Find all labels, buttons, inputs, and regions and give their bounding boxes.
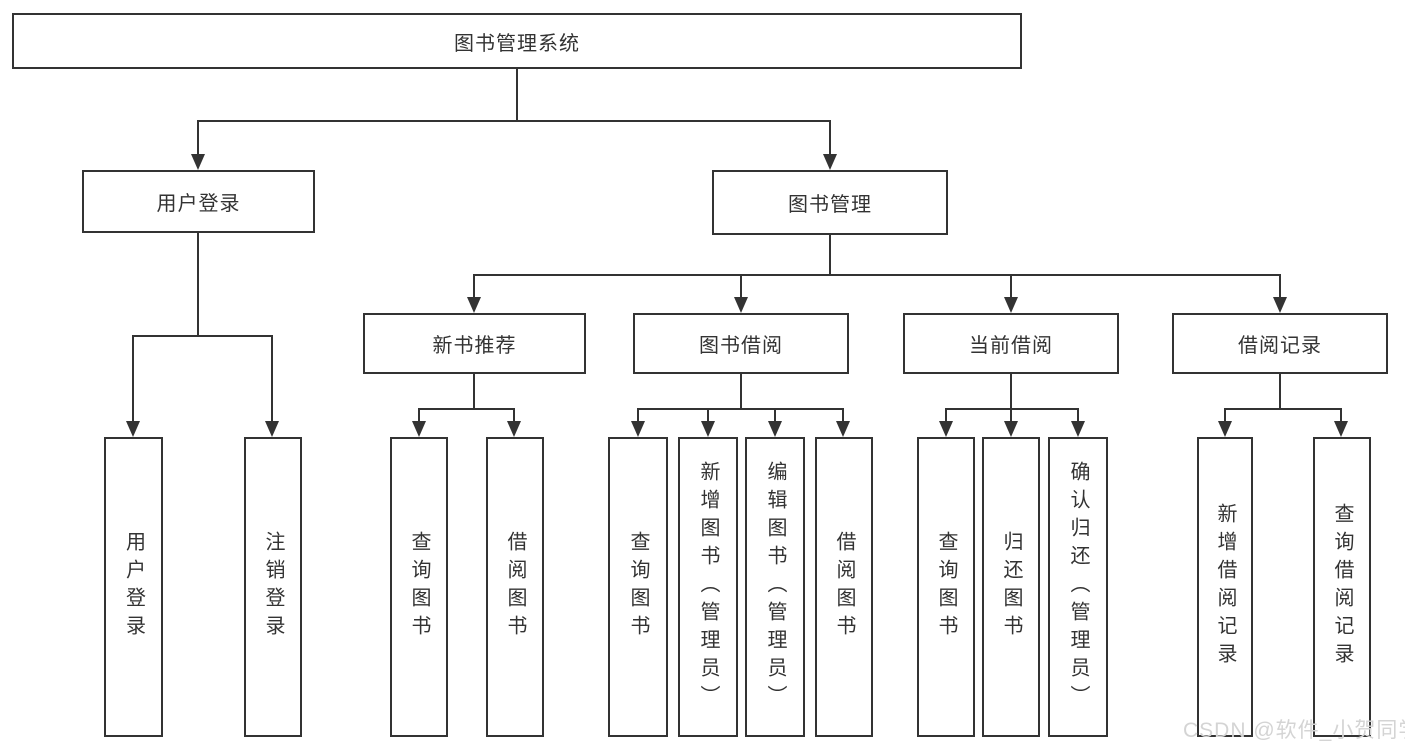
node-book-borrow: 图书借阅 (633, 313, 849, 374)
connector-current-rail (945, 408, 1079, 410)
arrowhead-down-icon (768, 421, 782, 437)
connector-leaf-stem (271, 335, 273, 423)
node-borrow-records-label: 借阅记录 (1238, 335, 1322, 357)
leaf-label: 用户登录 (122, 531, 145, 643)
leaf-borrow-edit-book-admin: 编辑图书（管理员） (745, 437, 805, 737)
arrowhead-down-icon (1218, 421, 1232, 437)
leaf-label: 归还图书 (1000, 531, 1022, 643)
connector-management-down (829, 235, 831, 274)
node-root-label: 图书管理系统 (454, 32, 580, 55)
arrowhead-down-icon (1334, 421, 1348, 437)
connector-recommend-rail (418, 408, 515, 410)
connector-root-stem (516, 69, 518, 120)
connector-leaf-stem (774, 408, 776, 423)
arrowhead-down-icon (191, 154, 205, 170)
arrowhead-down-icon (631, 421, 645, 437)
connector-leaf-stem (1340, 408, 1342, 423)
connector-leaf-stem (1224, 408, 1226, 423)
connector-login-down (197, 233, 199, 335)
leaf-label: 编辑图书（管理员） (764, 461, 786, 713)
arrowhead-down-icon (1004, 421, 1018, 437)
leaf-label: 新增借阅记录 (1214, 503, 1236, 671)
node-new-book-recommend: 新书推荐 (363, 313, 586, 374)
leaf-logout: 注销登录 (244, 437, 302, 737)
connector-recommend-down (473, 374, 475, 408)
node-root: 图书管理系统 (12, 13, 1022, 69)
leaf-recommend-borrow-book: 借阅图书 (486, 437, 544, 737)
leaf-label: 查询图书 (935, 531, 957, 643)
leaf-borrow-borrow-book: 借阅图书 (815, 437, 873, 737)
connector-recommend-stem (473, 274, 475, 299)
connector-borrow-rail (637, 408, 844, 410)
node-book-management: 图书管理 (712, 170, 948, 235)
leaf-label: 确认归还（管理员） (1067, 461, 1089, 713)
node-book-management-label: 图书管理 (788, 194, 872, 216)
leaf-current-confirm-return-admin: 确认归还（管理员） (1048, 437, 1108, 737)
connector-current-stem (1010, 274, 1012, 299)
leaf-borrow-add-book-admin: 新增图书（管理员） (678, 437, 738, 737)
arrowhead-down-icon (412, 421, 426, 437)
leaf-records-add-record: 新增借阅记录 (1197, 437, 1253, 737)
leaf-label: 查询图书 (408, 531, 430, 643)
node-current-borrow: 当前借阅 (903, 313, 1119, 374)
connector-login-rail (132, 335, 273, 337)
arrowhead-down-icon (836, 421, 850, 437)
connector-leaf-stem (513, 408, 515, 423)
leaf-label: 借阅图书 (833, 531, 855, 643)
connector-leaf-stem (132, 335, 134, 423)
connector-level2-rail (197, 120, 831, 122)
connector-leaf-stem (945, 408, 947, 423)
connector-leaf-stem (707, 408, 709, 423)
arrowhead-down-icon (823, 154, 837, 170)
leaf-label: 查询借阅记录 (1331, 503, 1353, 671)
arrowhead-down-icon (1273, 297, 1287, 313)
leaf-label: 查询图书 (627, 531, 649, 643)
connector-leaf-stem (1077, 408, 1079, 423)
leaf-records-query-record: 查询借阅记录 (1313, 437, 1371, 737)
connector-leaf-stem (842, 408, 844, 423)
arrowhead-down-icon (701, 421, 715, 437)
connector-current-down (1010, 374, 1012, 408)
connector-borrow-stem (740, 274, 742, 299)
arrowhead-down-icon (265, 421, 279, 437)
arrowhead-down-icon (467, 297, 481, 313)
connector-records-stem (1279, 274, 1281, 299)
leaf-recommend-query-book: 查询图书 (390, 437, 448, 737)
leaf-label: 借阅图书 (504, 531, 526, 643)
connector-records-down (1279, 374, 1281, 408)
node-borrow-records: 借阅记录 (1172, 313, 1388, 374)
connector-level3-rail (473, 274, 1281, 276)
connector-leaf-stem (637, 408, 639, 423)
arrowhead-down-icon (1071, 421, 1085, 437)
node-user-login: 用户登录 (82, 170, 315, 233)
connector-login-stem (197, 120, 199, 156)
node-user-login-label: 用户登录 (156, 193, 241, 215)
node-book-borrow-label: 图书借阅 (699, 335, 783, 357)
arrowhead-down-icon (507, 421, 521, 437)
node-current-borrow-label: 当前借阅 (969, 335, 1053, 357)
arrowhead-down-icon (1004, 297, 1018, 313)
leaf-user-login: 用户登录 (104, 437, 163, 737)
leaf-current-return-book: 归还图书 (982, 437, 1040, 737)
arrowhead-down-icon (734, 297, 748, 313)
leaf-current-query-book: 查询图书 (917, 437, 975, 737)
node-new-book-recommend-label: 新书推荐 (432, 335, 517, 357)
connector-leaf-stem (418, 408, 420, 423)
leaf-label: 注销登录 (262, 531, 284, 643)
arrowhead-down-icon (939, 421, 953, 437)
connector-leaf-stem (1010, 408, 1012, 423)
connector-management-stem (829, 120, 831, 156)
csdn-watermark: CSDN @软件_小贺同学 (1183, 719, 1405, 742)
arrowhead-down-icon (126, 421, 140, 437)
leaf-label: 新增图书（管理员） (697, 461, 719, 713)
leaf-borrow-query-book: 查询图书 (608, 437, 668, 737)
connector-borrow-down (740, 374, 742, 408)
connector-records-rail (1224, 408, 1342, 410)
